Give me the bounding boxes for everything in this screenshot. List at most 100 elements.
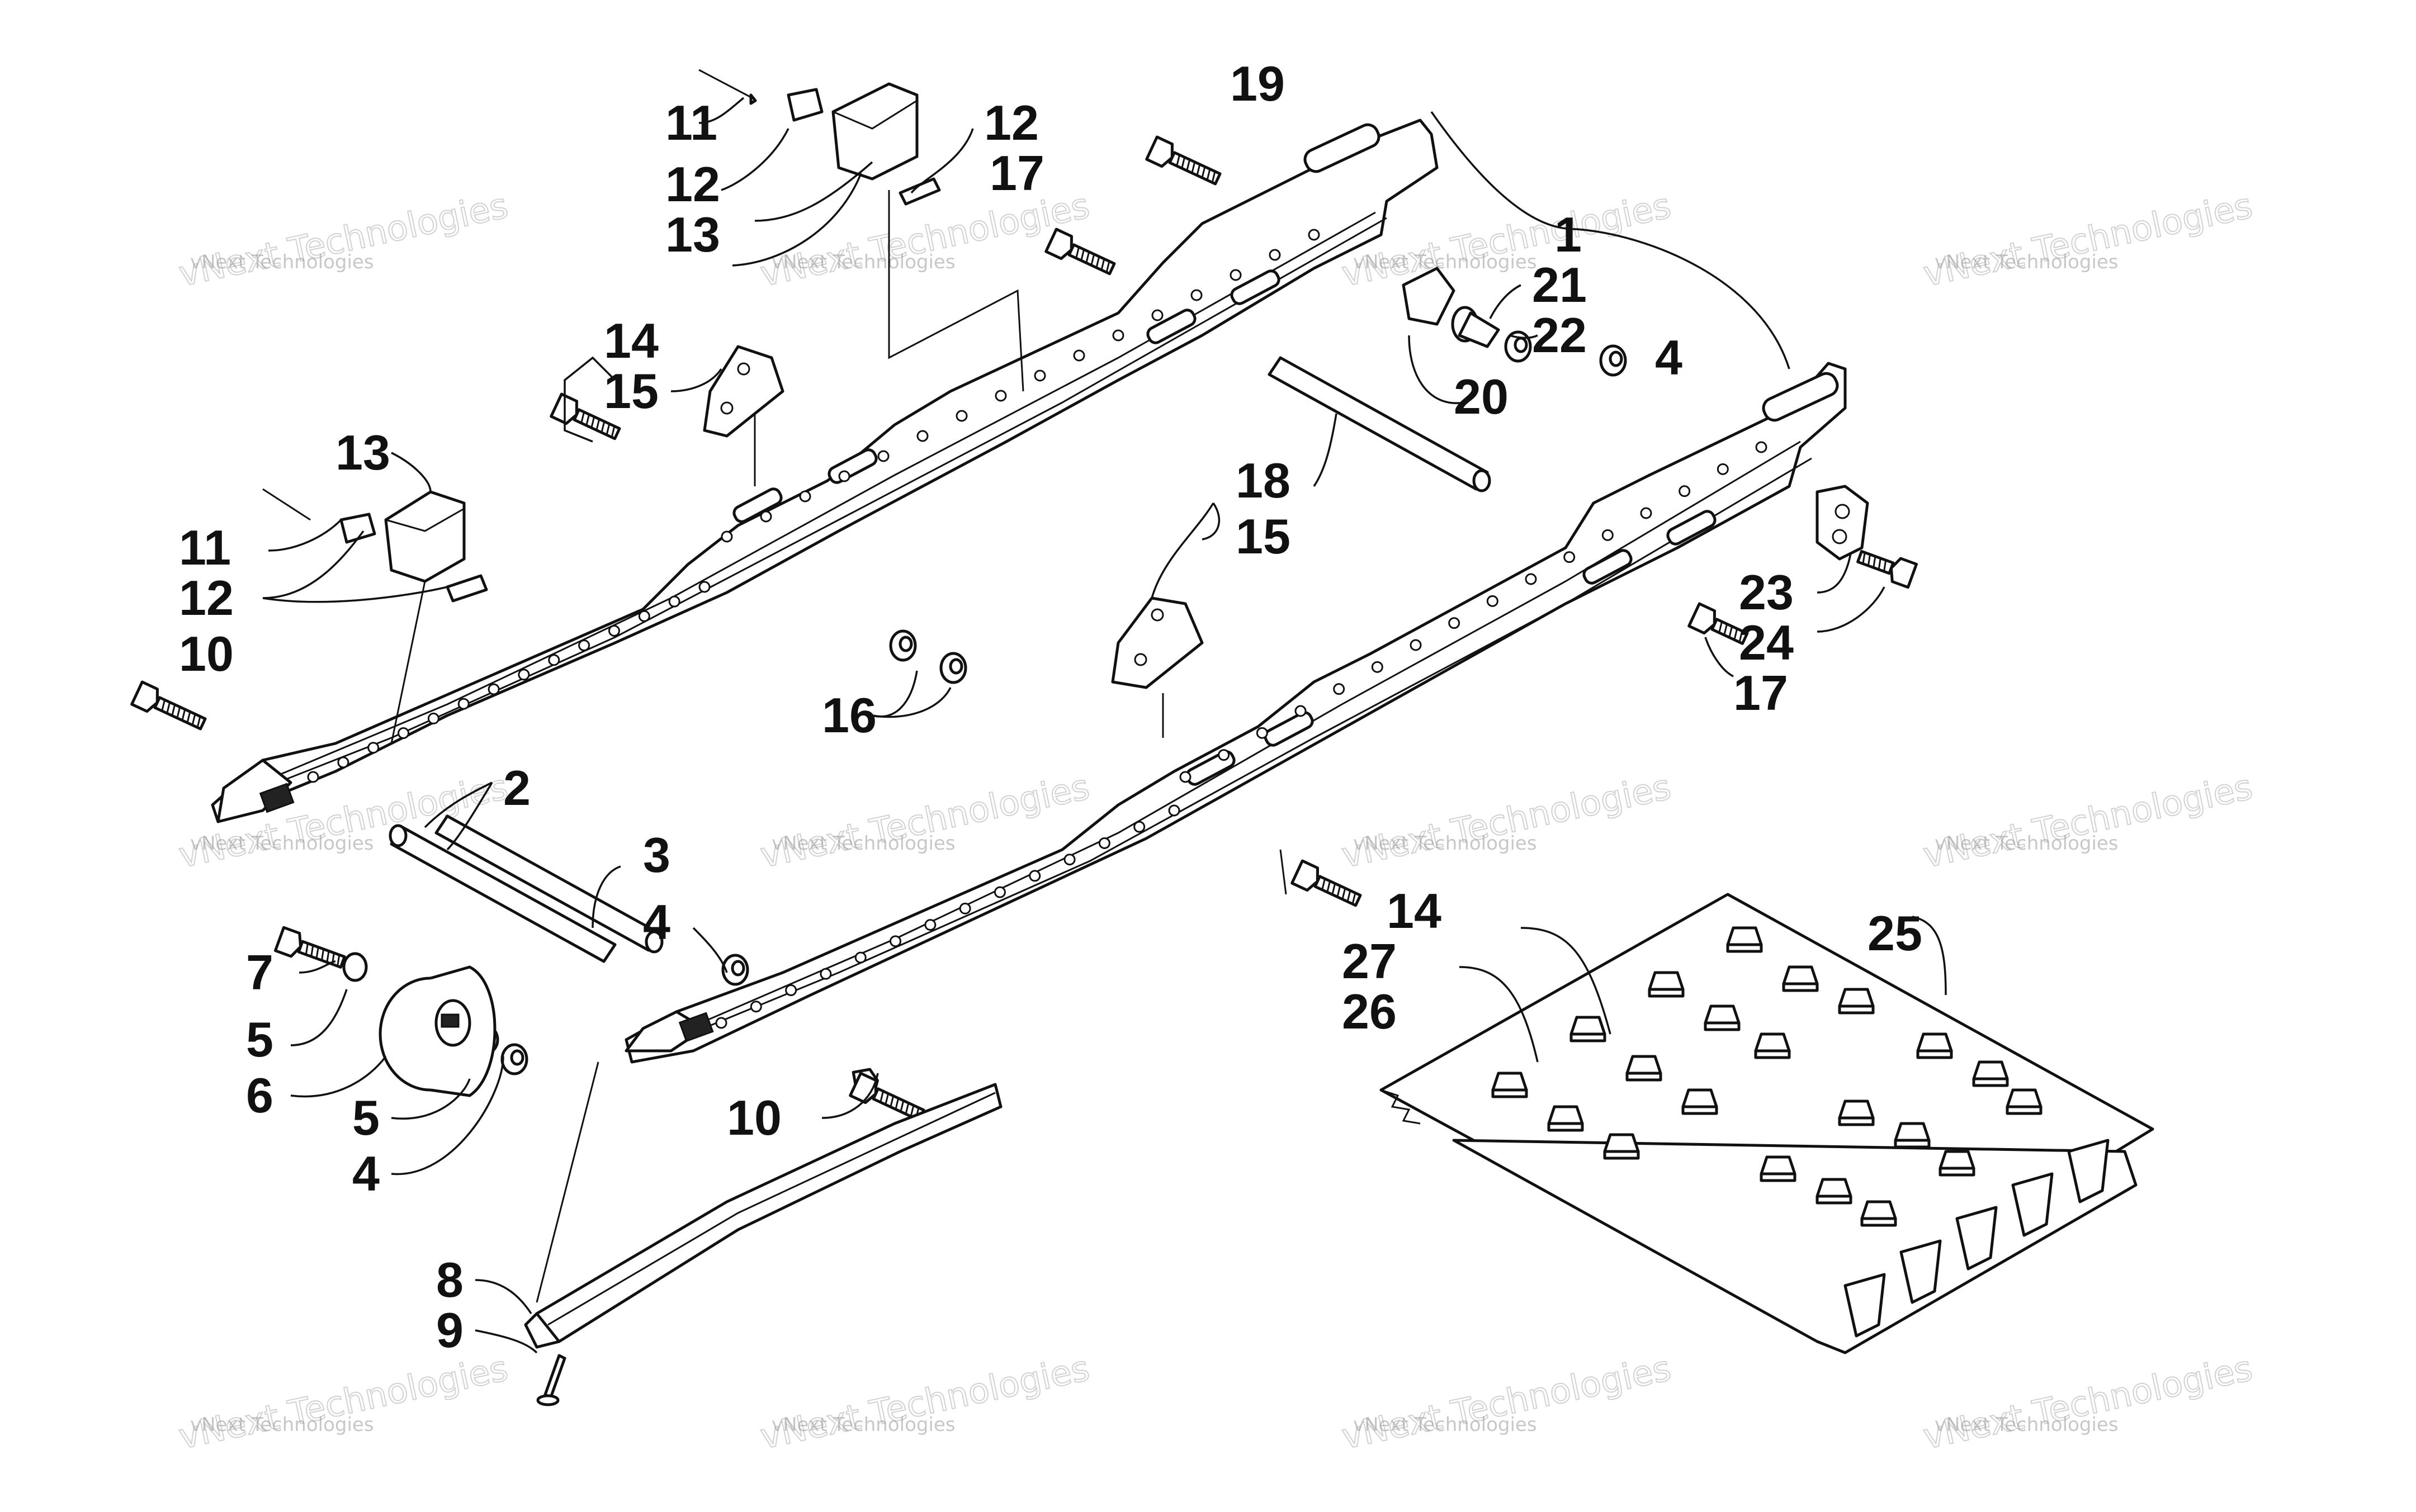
track-lug [1491, 1072, 1528, 1098]
bracket-23 [1815, 485, 1869, 561]
rail-hole [1601, 529, 1614, 541]
callout-13-left: 13 [335, 425, 390, 480]
callout-12-left: 12 [179, 570, 234, 625]
rail-hole [1256, 727, 1268, 739]
callout-23: 23 [1739, 565, 1794, 620]
cross-shaft-front-2 [389, 824, 617, 963]
watermark-text: vNext Technologies [190, 1414, 374, 1436]
washer-5-a [342, 952, 368, 982]
track-lug [1838, 1099, 1875, 1126]
rail-hole [608, 624, 620, 637]
rail-hole [1168, 804, 1180, 817]
rail-hole [337, 756, 349, 769]
watermark-outline: vNext Technologies [757, 1348, 1093, 1457]
cross-shaft-18 [1268, 356, 1491, 492]
watermark-outline: vNext Technologies [1338, 766, 1674, 876]
callout-26: 26 [1342, 984, 1397, 1039]
rail-hole [698, 581, 711, 593]
callout-9: 9 [436, 1302, 464, 1358]
callout-15-front: 15 [1236, 509, 1290, 564]
callout-4-mid: 4 [643, 894, 670, 950]
hardware-bolts [130, 135, 1918, 1122]
rail-hole [1269, 249, 1281, 261]
rail-hole [760, 510, 772, 523]
nut-4-top [1599, 344, 1627, 377]
callout-19: 19 [1230, 56, 1285, 111]
rail-hole [959, 902, 971, 914]
watermark-outline: vNext Technologies [1919, 1348, 2256, 1457]
callout-14-back: 14 [604, 313, 659, 368]
rail-hole [1308, 229, 1320, 241]
callout-18: 18 [1236, 453, 1290, 508]
drive-lug [1843, 1273, 1886, 1338]
rail-hole [1218, 749, 1230, 761]
bolt-7 [273, 926, 346, 969]
callout-10-b: 10 [727, 1090, 782, 1145]
track-lug [2006, 1088, 2043, 1115]
callout-21: 21 [1532, 257, 1587, 312]
callout-5-b: 5 [352, 1090, 380, 1145]
rail-hole [750, 1001, 762, 1013]
track-lug [1648, 971, 1685, 998]
rail-hole [1717, 463, 1729, 475]
track-lug [1625, 1055, 1662, 1082]
rail-hole [1133, 821, 1146, 833]
rail-hole [548, 654, 560, 666]
rail-hole [1333, 683, 1345, 695]
track-lug [1704, 1004, 1741, 1031]
watermark-text: vNext Technologies [1353, 1414, 1537, 1436]
rail-hole [1525, 573, 1537, 585]
track-lug [1894, 1122, 1931, 1149]
callout-11-top: 11 [665, 95, 717, 150]
rail-hole [785, 984, 797, 997]
rail-hole [668, 595, 680, 608]
leader-lines [262, 97, 1947, 1354]
callout-7: 7 [246, 945, 273, 1000]
rail-hole [1063, 854, 1076, 866]
rail-holes [307, 229, 1767, 1029]
rail-hole [1112, 329, 1124, 342]
rail-hole [638, 610, 650, 622]
watermark-outline: vNext Technologies [1338, 1348, 1674, 1457]
idler-wheel-6 [379, 965, 497, 1097]
drive-lug [1899, 1239, 1942, 1304]
nut-16-b [939, 652, 967, 684]
rail-hole [1230, 269, 1242, 281]
back-slide-rail [211, 119, 1439, 823]
rail-hole [1034, 369, 1046, 382]
track-lug [1726, 926, 1763, 953]
callout-11-left: 11 [179, 520, 231, 575]
screw-9 [536, 1354, 566, 1406]
bolt-17-top [1044, 227, 1116, 276]
watermark-text: vNext Technologies [1353, 251, 1537, 273]
callout-17-right: 17 [1733, 665, 1788, 721]
rail-hole [1755, 441, 1767, 453]
callout-13-top: 13 [665, 207, 720, 262]
watermark-text: vNext Technologies [1935, 1414, 2119, 1436]
rail-hole [1179, 771, 1192, 783]
track-25 [1379, 893, 2154, 1354]
track-lug [1603, 1133, 1640, 1160]
watermark-text: vNext Technologies [190, 832, 374, 855]
track-lug [1569, 1016, 1606, 1042]
callout-4-low: 4 [352, 1146, 380, 1201]
rail-hole [1098, 837, 1110, 849]
track-lug [1939, 1150, 1975, 1177]
callout-2: 2 [503, 760, 531, 816]
rail-hole [1486, 595, 1498, 607]
callout-10-a: 10 [179, 626, 234, 681]
rail-hole [721, 530, 733, 543]
nut-22 [1504, 330, 1532, 363]
rail-hole [427, 712, 439, 724]
callout-22: 22 [1532, 307, 1587, 363]
nut-4-low [500, 1043, 528, 1075]
stopper-13-left [262, 488, 488, 603]
rail-hole [799, 490, 811, 503]
callout-15-back: 15 [604, 363, 659, 419]
rail-hole [1640, 507, 1652, 519]
bolt-19 [1145, 135, 1222, 186]
rail-hole [956, 410, 968, 422]
callout-12-top-a: 12 [665, 157, 720, 212]
track-lug [1815, 1178, 1852, 1205]
